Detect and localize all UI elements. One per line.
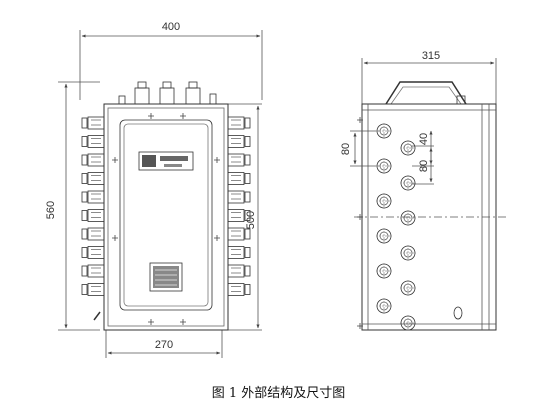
spacing-right-top-label: 40 [418, 133, 430, 145]
gland-hole-right [400, 245, 416, 261]
gland-hole-right [400, 315, 416, 331]
terminal-right [227, 172, 251, 185]
gland-hole-right [400, 210, 416, 226]
figure-caption: 图 1 外部结构及尺寸图 [211, 386, 346, 401]
spacing-right-bottom-label: 80 [418, 160, 430, 172]
cover-bolts [112, 113, 220, 325]
width-label: 400 [162, 21, 180, 33]
terminal-right [227, 227, 251, 241]
terminal-right [227, 246, 251, 259]
ground-knob [453, 306, 463, 320]
terminal-right [227, 283, 251, 296]
right-terminal-block [227, 116, 251, 296]
lifting-handle [385, 81, 467, 105]
gland-hole-left [376, 158, 392, 174]
terminal-left [81, 153, 105, 167]
gland-hole-left [376, 263, 392, 279]
left-hole-column [376, 123, 392, 314]
side-view [350, 58, 508, 331]
terminal-left [81, 227, 105, 241]
terminal-right [227, 264, 251, 278]
warning-label [149, 262, 183, 292]
terminal-left [81, 190, 105, 204]
terminal-left [81, 135, 105, 148]
terminal-right [227, 153, 251, 167]
front-cover [119, 119, 213, 311]
terminal-left [81, 209, 105, 222]
enclosure-outer [103, 103, 229, 331]
front-view [58, 30, 263, 358]
depth-label: 315 [422, 50, 440, 62]
cable-stub [93, 311, 101, 321]
inner-height-label: 500 [245, 211, 257, 229]
terminal-left [81, 264, 105, 278]
gland-hole-left [376, 298, 392, 314]
terminal-left [81, 172, 105, 185]
terminal-left [81, 116, 105, 130]
spacing-left-label: 80 [340, 143, 352, 155]
nameplate [138, 151, 194, 171]
gland-hole-left [376, 193, 392, 209]
left-terminal-block [81, 116, 105, 321]
gland-hole-right [400, 140, 416, 156]
enclosure-flange [107, 107, 225, 327]
terminal-left [81, 246, 105, 259]
gland-hole-right [400, 175, 416, 191]
terminal-right [227, 135, 251, 148]
terminal-right [227, 209, 251, 222]
right-hole-column [400, 140, 416, 331]
terminal-left [81, 283, 105, 296]
gland-hole-right [400, 280, 416, 296]
height-label: 560 [45, 201, 57, 219]
gland-hole-left [376, 123, 392, 139]
top-cable-glands [118, 81, 217, 105]
base-width-label: 270 [155, 339, 173, 351]
terminal-right [227, 116, 251, 130]
gland-hole-left [376, 228, 392, 244]
terminal-right [227, 190, 251, 204]
